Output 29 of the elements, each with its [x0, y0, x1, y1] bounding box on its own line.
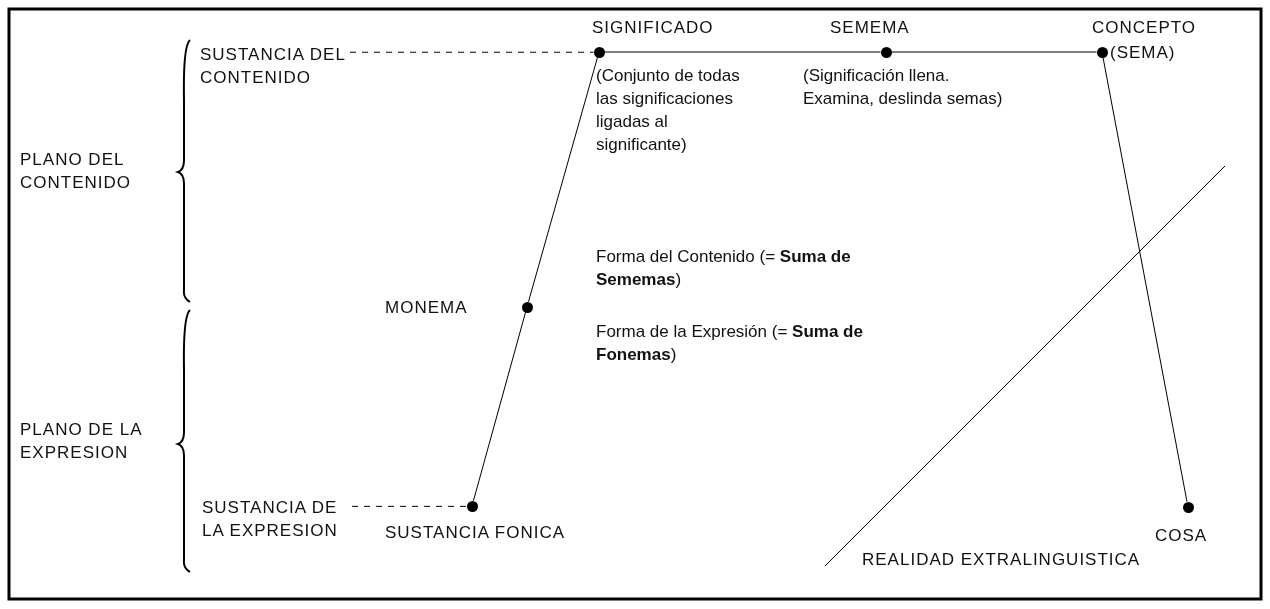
- term-label: SUSTANCIA FONICA: [385, 522, 567, 544]
- connecting-line: [472, 311, 527, 502]
- plane-label: PLANO DE LA EXPRESION: [20, 419, 143, 464]
- dot: [593, 46, 605, 58]
- plane-label: PLANO DEL CONTENIDO: [20, 149, 132, 194]
- description-text: (SEMA): [1110, 42, 1177, 64]
- reality-label: REALIDAD EXTRALINGUISTICA: [862, 549, 1142, 571]
- dashed-line: [349, 51, 594, 53]
- term-label: SIGNIFICADO: [592, 17, 715, 39]
- dot: [1182, 501, 1194, 513]
- dashed-line: [351, 505, 467, 507]
- dot: [1096, 46, 1108, 58]
- description-text: (Conjunto de todas las significaciones ligadas al significante): [596, 65, 741, 156]
- description-text: (Significación llena. Examina, deslinda semas): [803, 65, 1004, 110]
- form-label: Forma de la Expresión (= Suma de Fonemas): [596, 321, 864, 366]
- dot: [466, 500, 478, 512]
- term-label: COSA: [1155, 525, 1209, 547]
- dot: [521, 301, 533, 313]
- connecting-line: [1102, 56, 1188, 503]
- category-label: SUSTANCIA DE LA EXPRESION: [202, 496, 352, 542]
- connecting-line: [604, 51, 881, 53]
- term-label: SEMEMA: [830, 17, 911, 39]
- form-label: Forma del Contenido (= Suma de Sememas): [596, 246, 852, 291]
- connecting-line: [891, 51, 1097, 53]
- connecting-line: [528, 56, 598, 303]
- category-label: SUSTANCIA DEL CONTENIDO: [200, 43, 350, 89]
- term-label: MONEMA: [385, 297, 469, 319]
- dot: [880, 46, 892, 58]
- term-label: CONCEPTO: [1092, 17, 1198, 39]
